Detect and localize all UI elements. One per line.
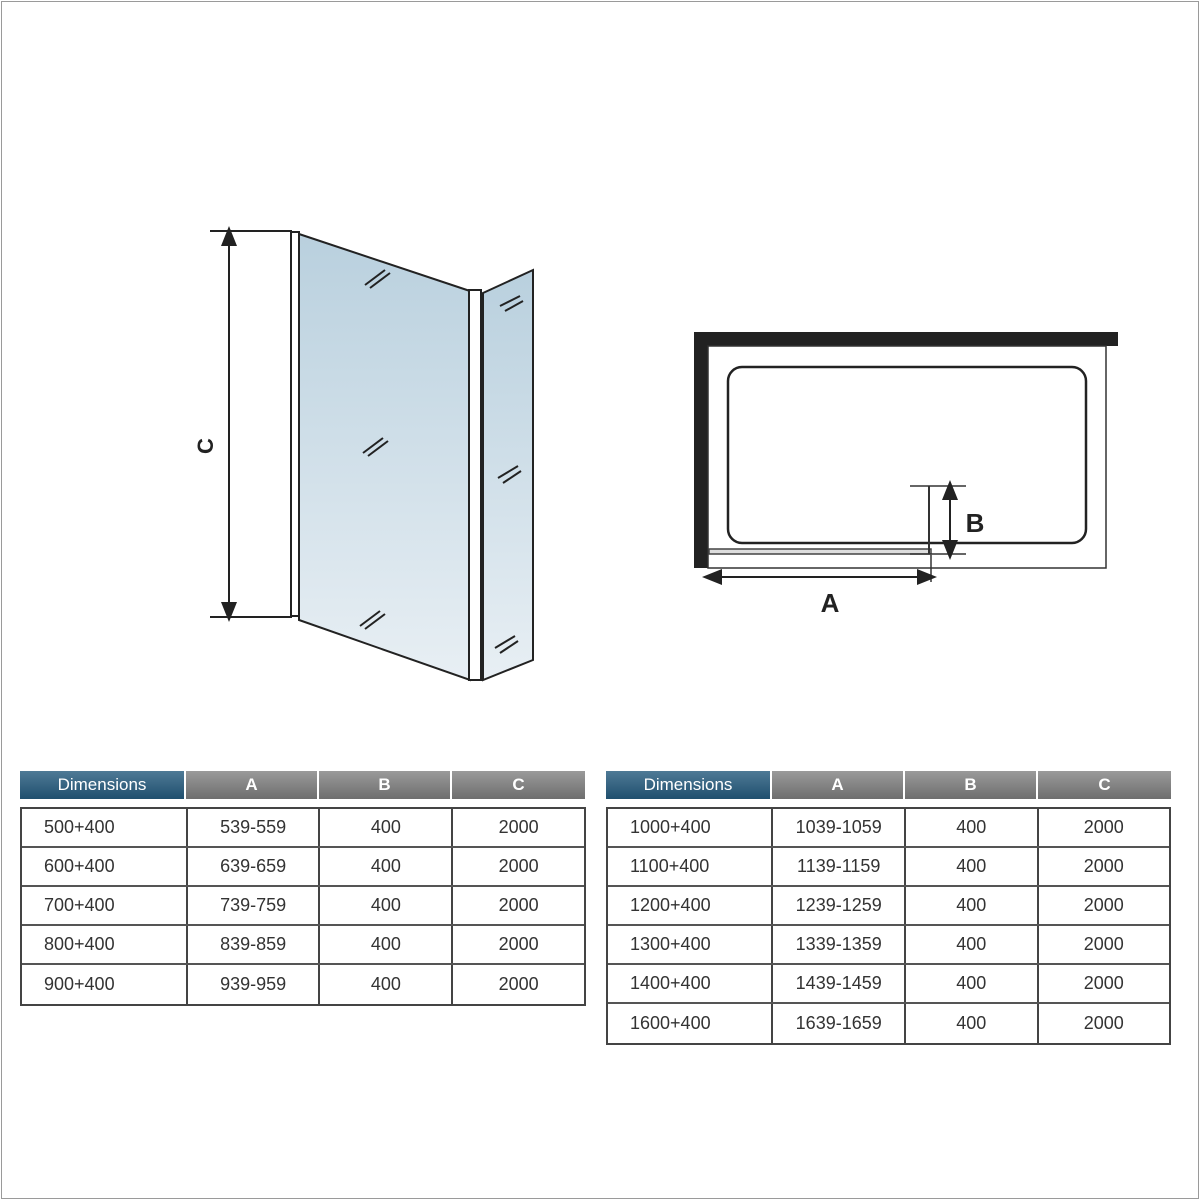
c-cell: 2000 xyxy=(1083,895,1124,915)
dimensions-cell: 500+400 xyxy=(22,809,188,846)
dimensions-cell: 600+400 xyxy=(22,848,188,885)
dimensions-cell: 700+400 xyxy=(22,887,188,924)
dimensions-cell: 1200+400 xyxy=(608,887,774,924)
c-cell: 2000 xyxy=(1083,817,1124,837)
dimensions-cell: 1600+400 xyxy=(608,1004,774,1043)
b-cell: 400 xyxy=(906,926,1039,963)
a-cell: 939-959 xyxy=(188,965,321,1004)
left-table-header: Dimensions A B C xyxy=(20,771,585,799)
a-cell: 839-859 xyxy=(188,926,321,963)
c-cell: 2000 xyxy=(498,817,539,837)
dimensions-cell: 1000+400 xyxy=(608,809,774,846)
dimensions-cell: 900+400 xyxy=(22,965,188,1004)
header-a: A xyxy=(186,771,319,799)
c-cell: 2000 xyxy=(1083,973,1124,993)
b-cell: 400 xyxy=(906,848,1039,885)
right-table-header: Dimensions A B C xyxy=(606,771,1171,799)
shower-screen-diagrams: C B A xyxy=(193,226,1118,682)
main-glass-panel xyxy=(298,232,471,682)
b-cell: 400 xyxy=(320,926,454,963)
a-cell: 1139-1159 xyxy=(773,848,906,885)
b-cell: 400 xyxy=(906,1004,1039,1043)
header-c: C xyxy=(452,771,585,799)
header-dimensions: Dimensions xyxy=(606,771,772,799)
c-cell: 2000 xyxy=(1083,856,1124,876)
b-cell: 400 xyxy=(906,887,1039,924)
c-cell: 2000 xyxy=(1083,934,1124,954)
dimensions-cell: 800+400 xyxy=(22,926,188,963)
header-b: B xyxy=(905,771,1038,799)
header-c: C xyxy=(1038,771,1171,799)
return-glass-panel xyxy=(482,268,534,682)
c-cell: 2000 xyxy=(498,856,539,876)
bath-plan-view: B A xyxy=(694,332,1118,618)
a-cell: 739-759 xyxy=(188,887,321,924)
a-cell: 1439-1459 xyxy=(773,965,906,1002)
header-a: A xyxy=(772,771,905,799)
b-cell: 400 xyxy=(320,848,454,885)
screen-3d-view: C xyxy=(193,226,534,682)
c-cell: 2000 xyxy=(498,974,539,994)
b-cell: 400 xyxy=(906,809,1039,846)
height-label: C xyxy=(193,438,218,454)
a-cell: 639-659 xyxy=(188,848,321,885)
c-cell: 2000 xyxy=(1083,1013,1124,1033)
dimensions-cell: 1300+400 xyxy=(608,926,774,963)
c-cell: 2000 xyxy=(498,934,539,954)
b-cell: 400 xyxy=(320,809,454,846)
screen-plan xyxy=(708,548,932,555)
b-cell: 400 xyxy=(320,887,454,924)
dimensions-cell: 1400+400 xyxy=(608,965,774,1002)
return-label: B xyxy=(966,508,985,538)
header-dimensions: Dimensions xyxy=(20,771,186,799)
header-b: B xyxy=(319,771,452,799)
c-cell: 2000 xyxy=(498,895,539,915)
a-cell: 1239-1259 xyxy=(773,887,906,924)
dimensions-cell: 1100+400 xyxy=(608,848,774,885)
b-cell: 400 xyxy=(320,965,454,1004)
a-cell: 1339-1359 xyxy=(773,926,906,963)
a-cell: 1039-1059 xyxy=(773,809,906,846)
a-cell: 1639-1659 xyxy=(773,1004,906,1043)
a-cell: 539-559 xyxy=(188,809,321,846)
b-cell: 400 xyxy=(906,965,1039,1002)
bathtub-outline xyxy=(726,365,1088,545)
width-label: A xyxy=(821,588,840,618)
